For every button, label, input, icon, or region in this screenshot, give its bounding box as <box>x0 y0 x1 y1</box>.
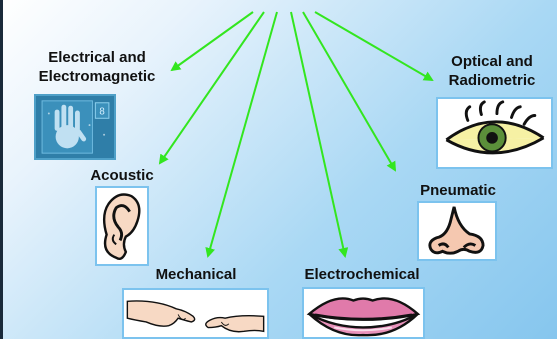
lips-icon <box>302 287 425 339</box>
nose-icon <box>417 201 497 261</box>
arrow-acoustic <box>160 12 264 163</box>
arrow-pneumatic <box>303 12 395 170</box>
arrow-mechanical <box>208 12 277 256</box>
ear-icon <box>95 186 149 266</box>
label-electrical-line1: Electrical and <box>8 48 186 67</box>
touching-hands-icon <box>122 288 269 339</box>
label-pneumatic: Pneumatic <box>406 181 510 200</box>
hand-scan-icon: 8 <box>34 94 116 160</box>
label-acoustic: Acoustic <box>76 166 168 185</box>
eye-icon <box>436 97 553 169</box>
label-electrochemical: Electrochemical <box>282 265 442 284</box>
arrow-electrochemical <box>291 12 345 256</box>
label-optical-line2: Radiometric <box>428 71 556 90</box>
label-optical-radiometric: Optical and Radiometric <box>428 52 556 90</box>
label-electrical-electromagnetic: Electrical and Electromagnetic <box>8 48 186 86</box>
label-mechanical: Mechanical <box>140 265 252 284</box>
label-optical-line1: Optical and <box>428 52 556 71</box>
svg-text:8: 8 <box>99 106 104 117</box>
label-electrical-line2: Electromagnetic <box>8 67 186 86</box>
arrow-optical <box>315 12 432 80</box>
